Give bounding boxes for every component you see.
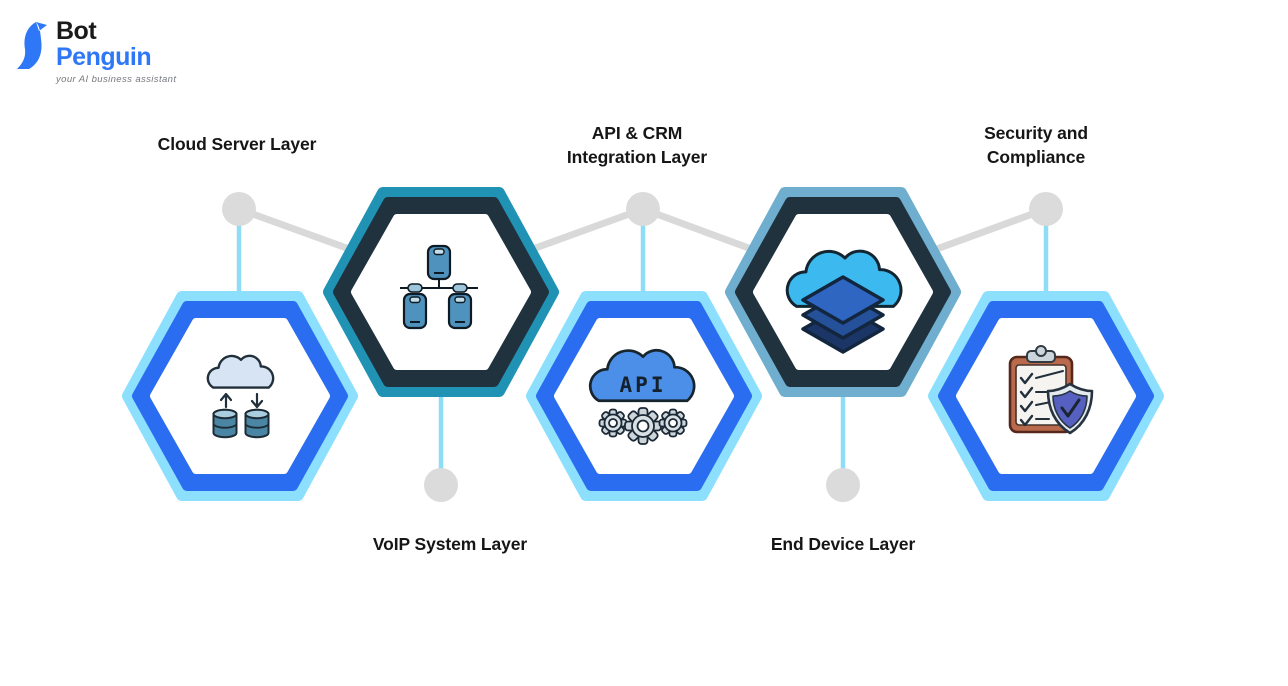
clipboard-shield-icon bbox=[1008, 345, 1094, 435]
node-dot bbox=[424, 468, 458, 502]
gear-icon bbox=[658, 408, 688, 438]
connector-line bbox=[930, 205, 1050, 254]
gear-icon bbox=[624, 407, 662, 445]
penguin-logo-icon bbox=[17, 22, 47, 69]
cloud-database-sync-icon bbox=[206, 354, 275, 439]
api-cloud-gears-icon: API bbox=[588, 348, 696, 445]
connector-line bbox=[526, 205, 647, 254]
node-dot bbox=[1029, 192, 1063, 226]
label-api-crm-integration-layer: API & CRM Integration Layer bbox=[567, 121, 707, 169]
label-voip-system-layer: VoIP System Layer bbox=[372, 534, 528, 554]
gear-icon bbox=[598, 408, 628, 438]
hexagon-center bbox=[154, 322, 326, 470]
connector-line bbox=[235, 205, 356, 254]
hexagon-center bbox=[355, 218, 527, 366]
connector-line bbox=[639, 205, 758, 254]
node-dots bbox=[222, 192, 1063, 502]
connector-lines-gray bbox=[235, 205, 1050, 254]
label-line-2: Compliance bbox=[986, 147, 1086, 167]
logo-brand-top: Bot bbox=[56, 17, 97, 45]
cloud-stack-icon bbox=[785, 249, 903, 354]
node-dot bbox=[626, 192, 660, 226]
hexagon-cloud-server-layer bbox=[128, 297, 352, 495]
logo-text: Bot Penguin your AI business assistant bbox=[56, 18, 176, 85]
label-line-1: API & CRM bbox=[591, 123, 683, 143]
label-line-1: Security and bbox=[984, 123, 1088, 143]
logo-tagline: your AI business assistant bbox=[56, 74, 177, 85]
hexagon-voip-system-layer bbox=[329, 193, 553, 391]
network-devices-icon bbox=[400, 244, 478, 330]
node-dot bbox=[826, 468, 860, 502]
botpenguin-logo: Bot Penguin your AI business assistant bbox=[14, 18, 176, 85]
node-dot bbox=[222, 192, 256, 226]
label-end-device-layer: End Device Layer bbox=[770, 534, 916, 554]
logo-brand-bottom: Penguin bbox=[56, 43, 152, 71]
label-cloud-server-layer: Cloud Server Layer bbox=[157, 134, 317, 154]
label-line-2: Integration Layer bbox=[566, 147, 708, 167]
api-label: API bbox=[620, 373, 667, 397]
